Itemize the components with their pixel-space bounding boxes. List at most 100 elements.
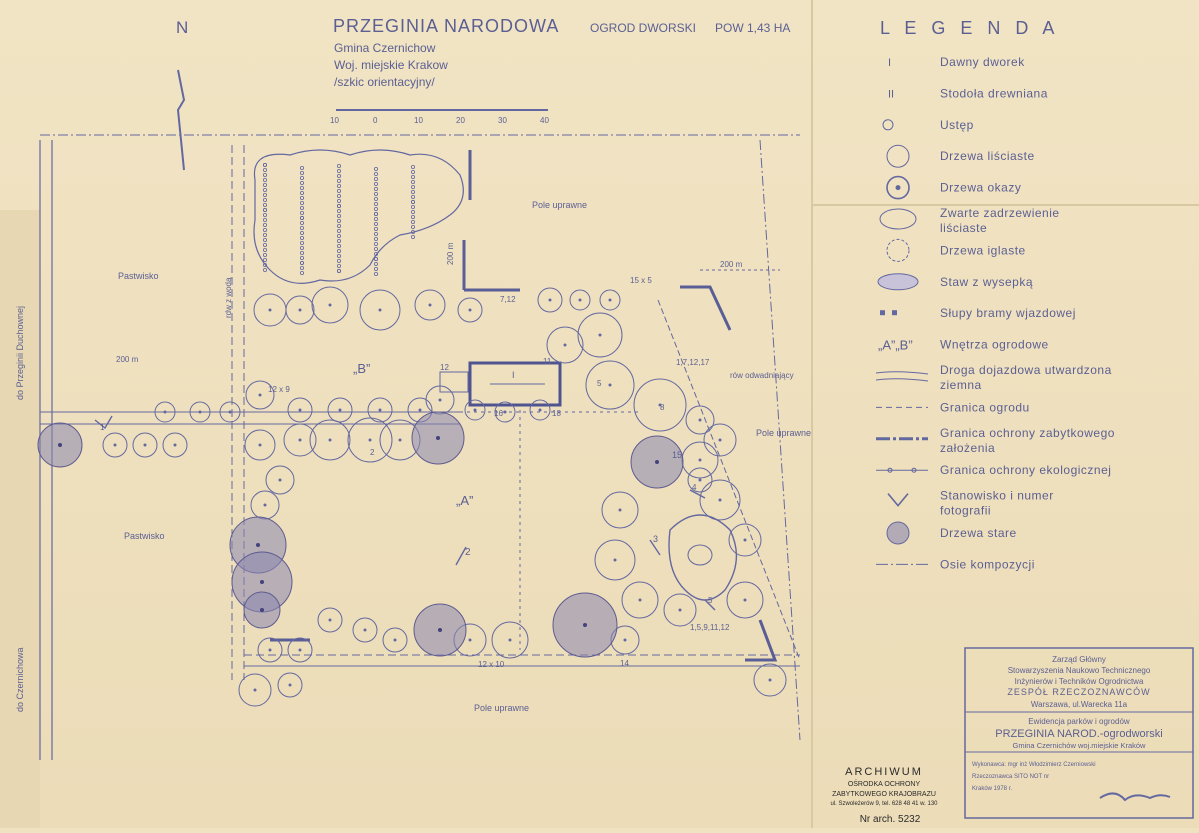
- legend-label: liściaste: [940, 221, 987, 235]
- tree-dot: [410, 199, 415, 204]
- archive-number: Nr arch. 5232: [860, 814, 921, 825]
- tree-dot: [410, 184, 415, 189]
- tree-dot: [336, 198, 341, 203]
- tree-trunk: [608, 383, 612, 387]
- tree-dot: [262, 167, 267, 172]
- legend-label: Stodoła drewniana: [940, 86, 1048, 100]
- tree-trunk: [658, 403, 662, 407]
- legend-item: Ustęp: [882, 118, 973, 132]
- tree-dot: [373, 236, 378, 241]
- tree-deciduous-icon: [285, 295, 315, 325]
- tree-deciduous-icon: [244, 429, 276, 461]
- tree-dot: [410, 219, 415, 224]
- ewid: Ewidencja parków i ogrodów: [1028, 717, 1130, 726]
- label-dims: 15 x 5: [630, 276, 652, 285]
- tree-conifer-icon: [886, 238, 910, 262]
- label-ditch: rdw z wodą: [224, 277, 233, 318]
- tree-trunk: [623, 638, 627, 642]
- tree-dot: [373, 251, 378, 256]
- legend-label: Stanowisko i numer: [940, 489, 1054, 503]
- tree-dot: [262, 177, 267, 182]
- tree-trunk: [368, 438, 372, 442]
- tree-trunk: [655, 460, 659, 464]
- tree-deciduous-icon: [382, 627, 408, 653]
- tree-deciduous-icon: [287, 637, 313, 663]
- tree-dot: [410, 179, 415, 184]
- tree-deciduous-icon: [311, 286, 349, 324]
- svg-text:5: 5: [708, 596, 713, 605]
- tree-dot: [336, 243, 341, 248]
- tree-trunk: [428, 303, 432, 307]
- legend-label: założenia: [940, 441, 995, 455]
- tree-dot: [373, 261, 378, 266]
- tree-dot: [373, 166, 378, 171]
- tree-deciduous-icon: [367, 397, 393, 423]
- scale-tick: 20: [456, 116, 465, 125]
- tree-dot: [373, 221, 378, 226]
- tree-dot: [373, 246, 378, 251]
- tree-trunk: [298, 438, 302, 442]
- tree-deciduous-icon: [352, 617, 378, 643]
- label-pastwisko: Pastwisko: [124, 531, 165, 541]
- label-number: 5: [597, 379, 602, 388]
- tree-trunk: [298, 408, 302, 412]
- tree-deciduous-icon: [132, 432, 158, 458]
- tree-dot: [299, 200, 304, 205]
- tree-trunk: [563, 343, 567, 347]
- legend-item: Granica ogrodu: [876, 400, 1029, 414]
- label-number: 14: [620, 659, 629, 668]
- tree-trunk: [260, 580, 264, 584]
- tree-trunk: [718, 498, 722, 502]
- tree-dot: [299, 170, 304, 175]
- tree-dot: [336, 183, 341, 188]
- legend-label: Staw z wysepką: [940, 275, 1033, 289]
- tree-deciduous-icon: [703, 423, 737, 457]
- svg-text:ul. Szwoleżerów 9, tel. 628 48: ul. Szwoleżerów 9, tel. 628 48 41 w. 130: [830, 801, 938, 807]
- label-pole-south: Pole uprawne: [474, 703, 529, 713]
- tree-deciduous-icon: [599, 289, 621, 311]
- tree-trunk: [578, 298, 582, 302]
- tree-deciduous-icon: [287, 397, 313, 423]
- scale-tick: 10: [330, 116, 339, 125]
- subtitle: OGROD DWORSKI: [590, 21, 696, 35]
- title: PRZEGINIA NARODOWA: [333, 16, 559, 36]
- tree-dot: [336, 203, 341, 208]
- tree-dot: [373, 266, 378, 271]
- tree-dot: [336, 188, 341, 193]
- tree-dot: [336, 193, 341, 198]
- date: Kraków 1978 r.: [972, 786, 1012, 792]
- tree-trunk: [258, 393, 262, 397]
- tree-dot: [373, 191, 378, 196]
- tree-deciduous-icon: [309, 419, 351, 461]
- label-number: 18: [552, 409, 561, 418]
- scale-tick: 10: [414, 116, 423, 125]
- tree-dot: [336, 178, 341, 183]
- archive-stamp: ARCHIWUM OŚRODKA OCHRONY ZABYTKOWEGO KRA…: [830, 766, 938, 825]
- scale-tick: 0: [373, 116, 378, 125]
- tree-trunk: [258, 443, 262, 447]
- tree-deciduous-icon: [162, 432, 188, 458]
- tree-dot: [373, 231, 378, 236]
- tree-trunk: [638, 598, 642, 602]
- label-dims: 12 x 10: [478, 660, 505, 669]
- north-label: N: [176, 18, 188, 37]
- tree-deciduous-icon: [102, 432, 128, 458]
- tree-trunk: [678, 608, 682, 612]
- label-dims: 12 x 9: [268, 385, 290, 394]
- tree-trunk: [298, 648, 302, 652]
- tree-deciduous-icon: [601, 491, 639, 529]
- tree-dot: [262, 197, 267, 202]
- label-distance: 200 m: [116, 355, 139, 364]
- svg-text:ARCHIWUM: ARCHIWUM: [845, 766, 923, 778]
- tree-dot: [299, 220, 304, 225]
- tree-dot: [262, 207, 267, 212]
- legend-label: Drzewa liściaste: [940, 149, 1035, 163]
- tree-dot: [373, 256, 378, 261]
- label-road-west: do Przeginii Duchownej: [15, 306, 25, 400]
- legend-item: Drzewa okazy: [886, 175, 1021, 200]
- pond-island: [687, 544, 713, 566]
- tree-deciduous-icon: [753, 663, 787, 697]
